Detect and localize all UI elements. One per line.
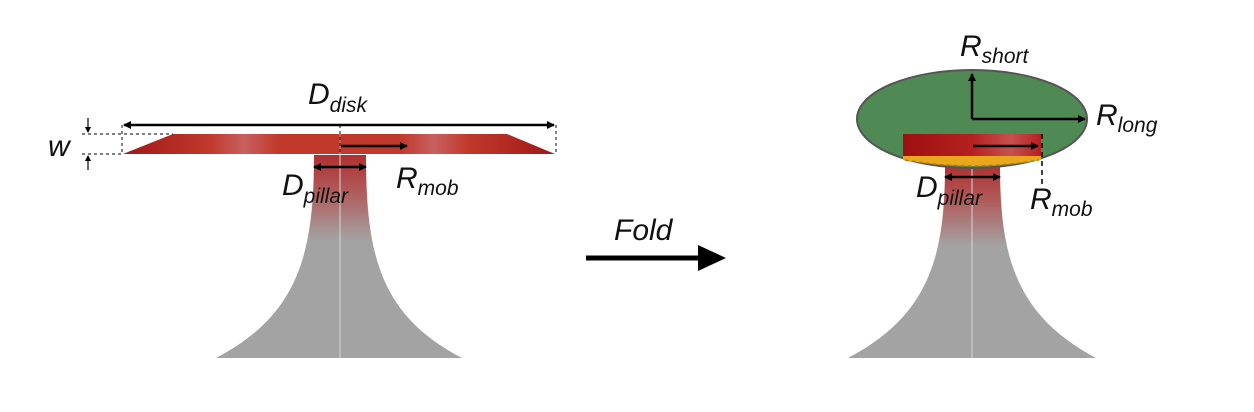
fold-arrow-head — [698, 245, 726, 271]
pillar-left — [216, 155, 462, 358]
r-mob-label: Rmob — [396, 162, 459, 200]
folded-disk — [903, 134, 1041, 156]
fold-crescent — [903, 155, 1041, 166]
before-fold-structure: w Ddisk Dpillar Rmob — [48, 78, 557, 358]
fold-crescent-edge — [904, 159, 1040, 167]
r-short-label: Rshort — [960, 30, 1030, 68]
w-label: w — [48, 130, 72, 163]
dimension-guides — [82, 125, 557, 155]
d-pillar-right-label: Dpillar — [916, 171, 983, 210]
fold-label: Fold — [614, 214, 674, 247]
after-fold-structure: Rshort Rlong Dpillar Rmob — [848, 30, 1158, 358]
r-mob-right-label: Rmob — [1030, 183, 1093, 221]
d-disk-label: Ddisk — [308, 78, 369, 117]
d-pillar-label: Dpillar — [282, 169, 349, 208]
fold-transition: Fold — [586, 214, 726, 271]
mushroom-disk — [123, 134, 555, 154]
r-long-label: Rlong — [1096, 99, 1158, 137]
